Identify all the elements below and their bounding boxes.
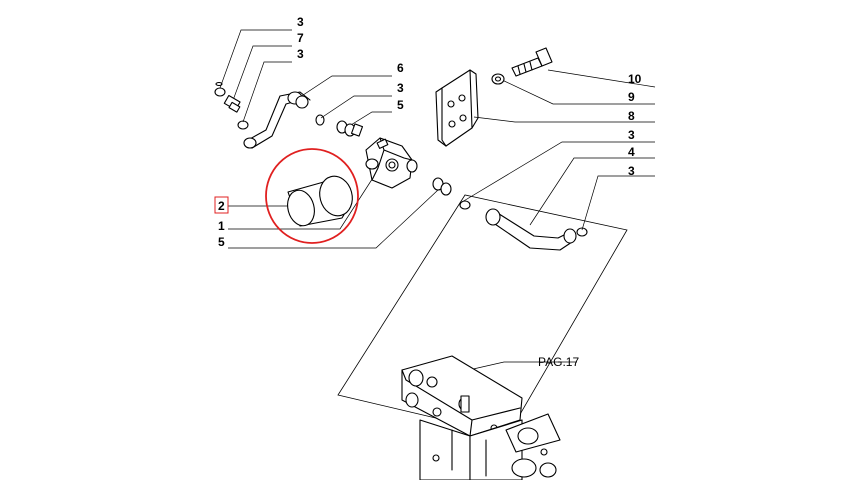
callout-3e: 3 (628, 164, 635, 178)
callout-3d: 3 (628, 128, 635, 142)
callout-9: 9 (628, 90, 635, 104)
callout-5a: 5 (397, 98, 404, 112)
callout-5b: 5 (218, 235, 225, 249)
callouts: 3 7 3 6 3 5 10 9 8 3 4 3 2 1 5 (214, 15, 642, 249)
highlight-circle (265, 148, 359, 244)
callout-7: 7 (297, 31, 304, 45)
callout-1: 1 (218, 219, 225, 233)
callout-3b: 3 (297, 47, 304, 61)
callout-3a: 3 (297, 15, 304, 29)
callout-4: 4 (628, 145, 635, 159)
filter-cartridge (287, 175, 353, 227)
leader-lines (219, 29, 656, 373)
control-valve-block (401, 355, 561, 480)
washer (491, 73, 505, 85)
mounting-bracket (435, 69, 479, 147)
bolt (511, 47, 553, 77)
callout-6: 6 (397, 61, 404, 75)
page-reference-label: PAG.17 (538, 355, 579, 369)
callout-2: 2 (218, 199, 225, 213)
upper-left-pipe-assembly (214, 81, 311, 149)
pipe-fitting (223, 94, 241, 113)
center-fittings (315, 114, 364, 137)
lower-right-pipe-assembly (432, 177, 588, 251)
callout-8: 8 (628, 109, 635, 123)
callout-10: 10 (628, 72, 642, 86)
filter-head-block (365, 137, 418, 189)
callout-3c: 3 (397, 81, 404, 95)
callout-2-highlight-box (214, 196, 229, 214)
